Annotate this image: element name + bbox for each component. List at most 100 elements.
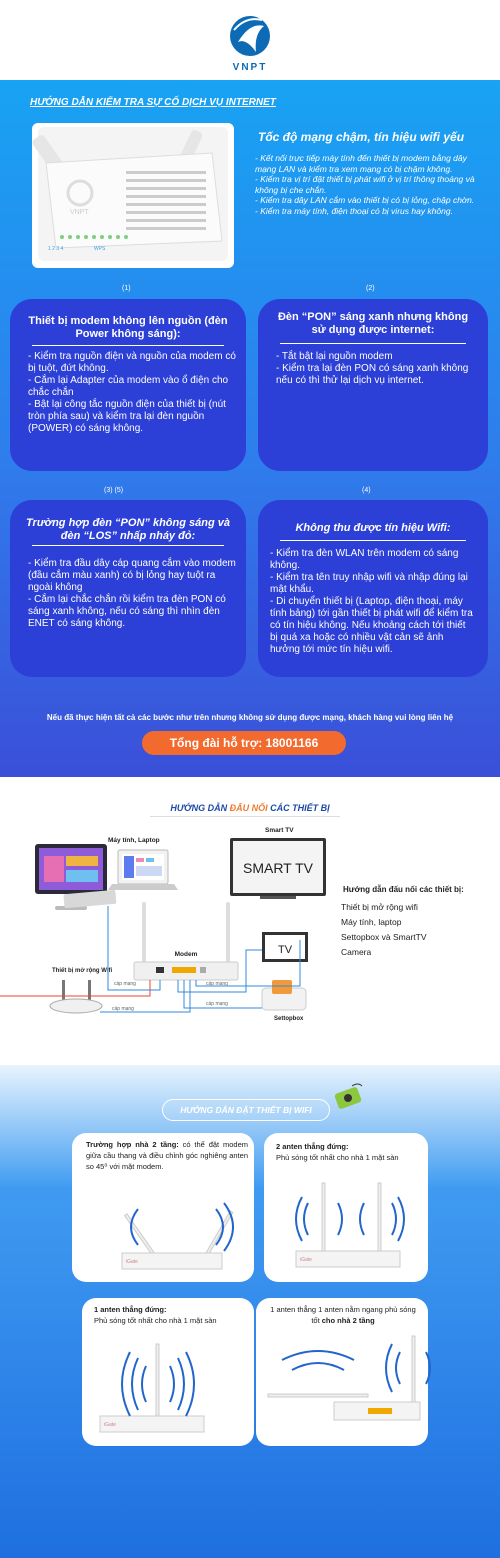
side-item: Settopbox và SmartTV (341, 932, 427, 942)
card-bold: 2 anten thẳng đứng: (276, 1142, 349, 1151)
card-two-floor: Trường hợp nhà 2 tầng: có thể đặt modem … (72, 1133, 254, 1282)
list-item: - Kiểm tra đầu dây cáp quang cắm vào mod… (28, 558, 236, 593)
side-item: Máy tính, laptop (341, 917, 402, 927)
modem-illustration: VNPT 1 2 3 4 WPS (32, 127, 228, 261)
vnpt-logo (230, 16, 270, 56)
cable-label: cáp mạng (206, 981, 228, 987)
list-item: - Kiểm tra máy tính, điện thoại có bị vi… (255, 205, 453, 216)
list-item: - Tắt bật lại nguồn modem (276, 351, 393, 362)
smarttv-label: Smart TV (265, 827, 294, 834)
card-one-antenna-text: 1 anten thẳng đứng: Phủ sóng tốt nhất cho… (94, 1304, 244, 1326)
list-item: - Di chuyển thiết bị (Laptop, điện thoại… (270, 596, 473, 655)
laptop-icon (108, 849, 178, 890)
los-red-title: Trường hợp đèn “PON” không sáng và đèn “… (26, 517, 230, 542)
step-number: (1) (122, 285, 131, 292)
no-wifi-list: - Kiểm tra đèn WLAN trên modem có sáng k… (270, 548, 476, 656)
modem-wps-text: WPS (94, 246, 106, 252)
list-item: - Kiểm tra vị trí đặt thiết bị phát wifi… (255, 174, 475, 195)
header: VNPT (0, 0, 500, 80)
pon-green-title: Đèn “PON” sáng xanh nhưng không sử dụng … (277, 311, 469, 336)
no-wifi-box: Không thu được tín hiệu Wifi: - Kiểm tra… (258, 500, 488, 677)
card-bold: 1 anten thẳng đứng: (94, 1305, 167, 1314)
card-two-floor-text: Trường hợp nhà 2 tầng: có thể đặt modem … (86, 1139, 248, 1172)
modem-label: Modem (175, 951, 198, 958)
modem-image: VNPT 1 2 3 4 WPS (32, 123, 234, 268)
desktop-computer-icon (35, 844, 117, 910)
divider (32, 345, 224, 346)
computer-label: Máy tính, Laptop (108, 837, 160, 844)
card-one-antenna: 1 anten thẳng đứng: Phủ sóng tốt nhất cho… (82, 1298, 254, 1446)
card-two-antenna-text: 2 anten thẳng đứng: Phủ sóng tốt nhất cho… (276, 1141, 424, 1163)
extender-label: Thiết bị mở rộng Wifi (52, 967, 113, 974)
tv-screen-text: TV (278, 944, 293, 956)
troubleshoot-title: HƯỚNG DẪN KIỂM TRA SỰ CỐ DỊCH VỤ INTERNE… (30, 97, 276, 108)
router-mixed-antenna-icon (267, 1335, 431, 1421)
connection-diagram: Máy tính, Laptop Smart TV SMART TV Hướng… (0, 827, 464, 1022)
connect-title: HƯỚNG DẪN ĐẤU NỐI CÁC THIẾT BỊ (0, 803, 500, 813)
power-issue-title: Thiết bị modem không lên nguồn (đèn Powe… (28, 315, 228, 340)
smarttv-screen-text: SMART TV (243, 860, 314, 876)
router-brand: iGate (300, 1257, 312, 1263)
side-item: Thiết bị mở rộng wifi (341, 902, 418, 912)
settopbox-label: Settopbox (274, 1016, 304, 1022)
cable-label: cáp mạng (112, 1006, 134, 1012)
router-icon (334, 1083, 363, 1109)
hotline-button[interactable]: Tổng đài hỗ trợ: 18001166 (142, 731, 346, 755)
side-title: Hướng dẫn đấu nối các thiết bị: (343, 885, 464, 894)
router-one-antenna-icon: iGate (99, 1343, 205, 1433)
pon-green-list: - Tắt bật lại nguồn modem - Kiểm tra lại… (276, 351, 478, 387)
list-item: - Kết nối trực tiếp máy tính đến thiết b… (255, 153, 467, 174)
list-item: - Kiểm tra tên truy nhập wifi và nhập đú… (270, 572, 468, 595)
power-issue-box: Thiết bị modem không lên nguồn (đèn Powe… (10, 299, 246, 471)
los-red-box: Trường hợp đèn “PON” không sáng và đèn “… (10, 500, 246, 677)
list-item: - Bật lại công tắc nguồn điện của thiết … (28, 399, 226, 434)
router-brand: iGate (104, 1422, 116, 1428)
list-item: - Kiểm tra nguồn điện và nguồn của modem… (28, 351, 236, 374)
step-number: (4) (362, 487, 371, 494)
modem-brand-text: VNPT (70, 209, 89, 216)
divider (32, 545, 224, 546)
cable-label: cáp mạng (114, 981, 136, 987)
modem-ports-text: 1 2 3 4 (48, 246, 64, 252)
pon-green-box: Đèn “PON” sáng xanh nhưng không sử dụng … (258, 299, 488, 471)
card-bold: Trường hợp nhà 2 tầng: (86, 1140, 179, 1149)
divider (280, 540, 466, 541)
tv-icon: TV (262, 932, 308, 962)
step-number: (2) (366, 285, 375, 292)
card-text: 1 anten thẳng 1 anten nằm ngang phủ sóng… (270, 1305, 416, 1325)
divider (280, 343, 466, 344)
list-item: - Kiểm tra đèn WLAN trên modem có sáng k… (270, 548, 459, 571)
router-two-antenna-icon: iGate (295, 1182, 405, 1268)
list-item: - Cắm lại Adapter của modem vào ổ điện c… (28, 375, 229, 398)
card-bold: cho nhà 2 tầng (321, 1316, 375, 1325)
brand-name: VNPT (232, 62, 268, 73)
card-text: có thể đặt modem giữa cầu thang và điều … (86, 1140, 248, 1171)
card-text: Phủ sóng tốt nhất cho nhà 1 mặt sàn (94, 1316, 217, 1325)
no-wifi-title: Không thu được tín hiệu Wifi: (295, 522, 451, 534)
card-mixed-antenna-text: 1 anten thẳng 1 anten nằm ngang phủ sóng… (266, 1304, 420, 1326)
smart-tv-icon: SMART TV (230, 838, 326, 899)
step-number: (3) (5) (104, 487, 124, 494)
slow-network-list: - Kết nối trực tiếp máy tính đến thiết b… (255, 153, 487, 216)
settopbox-icon (261, 980, 307, 1011)
router-brand: iGate (126, 1259, 138, 1265)
divider (150, 816, 340, 817)
router-tilted-icon: iGate (121, 1202, 234, 1270)
power-issue-list: - Kiểm tra nguồn điện và nguồn của modem… (28, 351, 236, 435)
wifi-extender-icon (49, 980, 103, 1014)
slow-network-title: Tốc độ mạng chậm, tín hiệu wifi yếu (258, 130, 465, 144)
card-text: Phủ sóng tốt nhất cho nhà 1 mặt sàn (276, 1153, 399, 1162)
los-red-list: - Kiểm tra đầu dây cáp quang cắm vào mod… (28, 558, 236, 630)
side-item: Camera (341, 947, 372, 957)
modem-icon (133, 902, 239, 981)
list-item: - Cắm lại chắc chắn rồi kiểm tra đèn PON… (28, 594, 226, 629)
cable-label: cáp mạng (206, 1001, 228, 1007)
connect-title-part: HƯỚNG DẪN (170, 803, 230, 813)
connect-title-highlight: ĐẤU NỐI (229, 803, 268, 813)
list-item: - Kiểm tra dây LAN cắm vào thiết bị có b… (255, 195, 475, 205)
card-mixed-antenna: 1 anten thẳng 1 anten nằm ngang phủ sóng… (256, 1298, 428, 1446)
connect-title-part: CÁC THIẾT BỊ (267, 803, 330, 813)
card-two-antenna: 2 anten thẳng đứng: Phủ sóng tốt nhất cho… (264, 1133, 428, 1282)
placement-title: HƯỚNG DẪN ĐẶT THIẾT BỊ WIFI (162, 1099, 330, 1121)
list-item: - Kiểm tra lại đèn PON có sáng xanh khôn… (276, 363, 469, 386)
